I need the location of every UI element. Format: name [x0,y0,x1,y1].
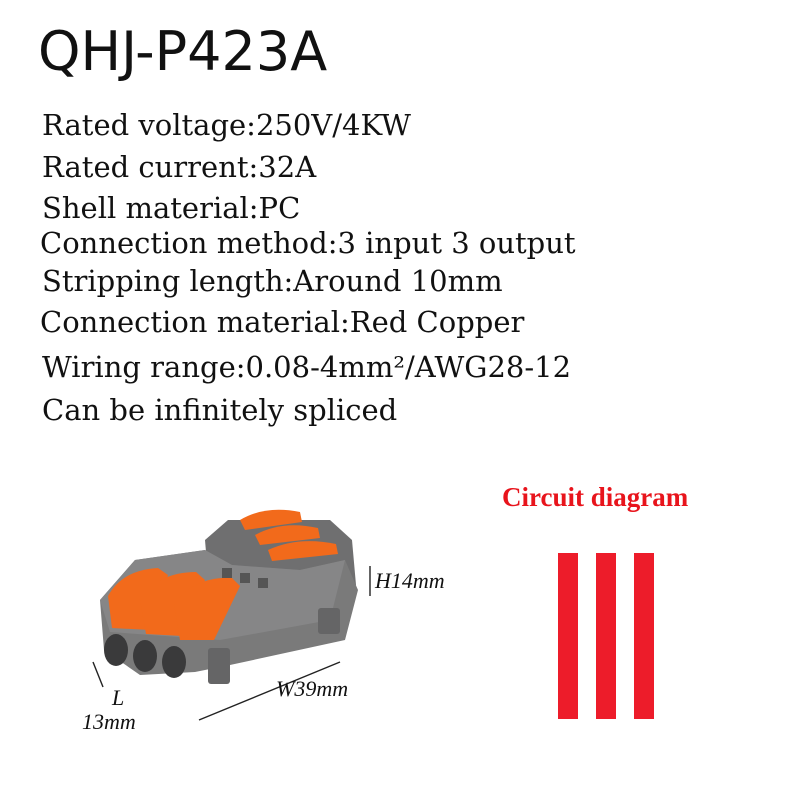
length-dimension-letter: L [112,685,125,710]
width-dimension-label: W39mm [276,676,349,701]
circuit-line-2 [596,553,616,719]
circuit-line-3 [634,553,654,719]
rear-levers-icon [240,509,338,561]
product-title: QHJ-P423A [38,20,328,83]
spec-stripping-length: Stripping length:Around 10mm [42,264,503,298]
length-dimension-value: 13mm [82,709,136,734]
spec-splicing: Can be infinitely spliced [42,393,398,427]
inspection-windows-icon [222,568,268,588]
spec-connection-material: Connection material:Red Copper [40,305,525,339]
circuit-line-1 [558,553,578,719]
spec-shell-material: Shell material:PC [42,191,301,225]
side-clips-icon [208,608,340,684]
spec-wiring-range: Wiring range:0.08-4mm²/AWG28-12 [42,350,572,384]
front-levers-icon [108,568,240,640]
spec-rated-current: Rated current:32A [42,150,317,184]
dimension-lines [92,566,371,721]
spec-connection-method: Connection method:3 input 3 output [40,226,576,260]
spec-rated-voltage: Rated voltage:250V/4KW [42,108,411,142]
height-dimension-label: H14mm [375,568,445,593]
wire-holes-icon [104,634,186,678]
circuit-diagram-label: Circuit diagram [502,482,689,512]
